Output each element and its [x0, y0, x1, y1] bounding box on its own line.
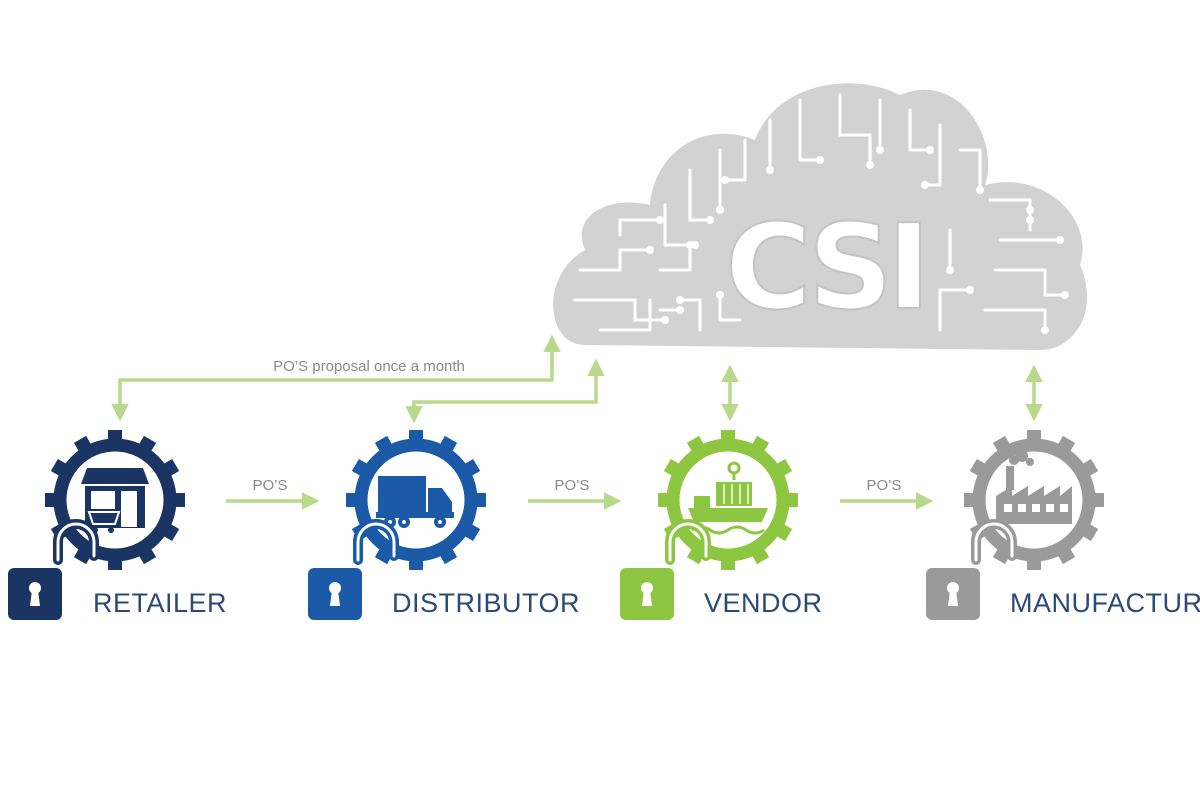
lock-distributor: [308, 519, 399, 620]
proposal-arrow-retailer: [111, 334, 561, 422]
node-manufacturer: [964, 430, 1104, 570]
circuit-cloud-icon: [553, 83, 1088, 350]
gear-icon: [45, 430, 185, 570]
node-retailer: [45, 430, 185, 570]
cloud-title: CSI: [725, 198, 925, 336]
csi-cloud: CSI: [553, 83, 1088, 350]
flow-label-3: PO’S: [866, 477, 901, 494]
flow-label-2: PO’S: [554, 477, 589, 494]
node-label-manufacturer: MANUFACTURER: [1010, 588, 1200, 618]
proposal-label: PO’S proposal once a month: [273, 358, 465, 375]
lock-manufacturer: [926, 519, 1017, 620]
node-label-retailer: RETAILER: [93, 588, 227, 618]
node-label-vendor: VENDOR: [704, 588, 823, 618]
lock-vendor: [620, 519, 711, 620]
node-distributor: [346, 430, 486, 570]
flow-label-1: PO’S: [252, 477, 287, 494]
node-label-distributor: DISTRIBUTOR: [392, 588, 580, 618]
node-vendor: [658, 430, 798, 570]
circuit-pattern: [573, 93, 1069, 334]
factory-icon: [996, 450, 1072, 524]
truck-icon: [376, 476, 454, 528]
lock-retailer: [8, 519, 99, 620]
connectors: [111, 334, 1043, 510]
gear-icon: [658, 430, 798, 570]
store-icon: [81, 468, 149, 533]
cargo-ship-icon: [688, 461, 768, 535]
gear-icon: [964, 430, 1104, 570]
proposal-arrow-distributor: [405, 358, 605, 424]
